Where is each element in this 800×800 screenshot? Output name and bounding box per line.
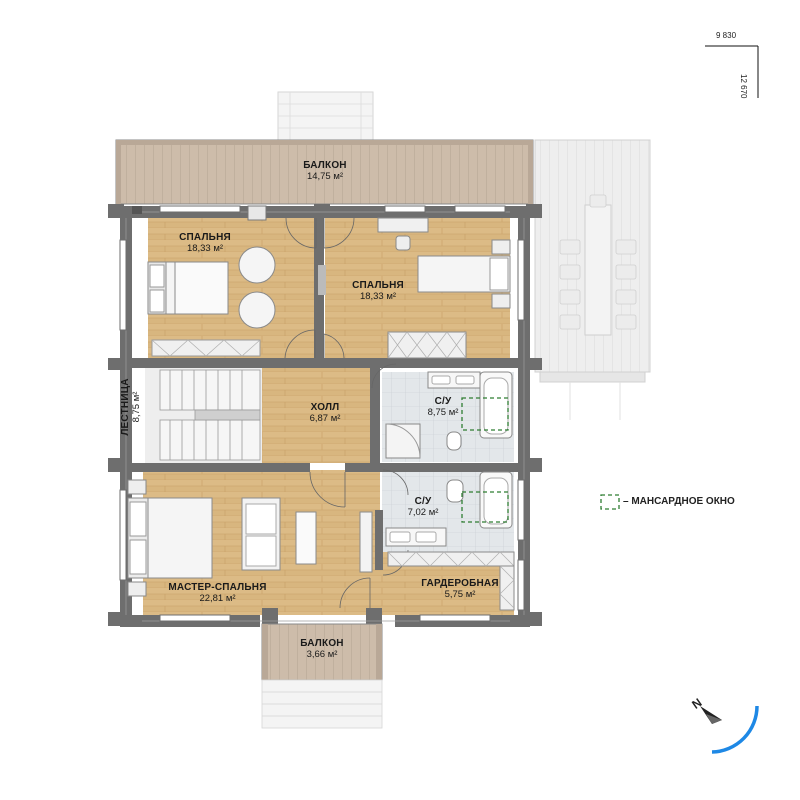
room-name: МАСТЕР-СПАЛЬНЯ [168, 582, 267, 593]
room-area: 7,02 м² [407, 506, 439, 518]
room-name: С/У [434, 396, 452, 407]
bathroom-2-label: С/У 7,02 м² [398, 496, 448, 518]
wardrobe-shelves [387, 551, 515, 611]
room-area: 8,75 м² [427, 406, 459, 418]
master-bedroom-label: МАСТЕР-СПАЛЬНЯ 22,81 м² [160, 582, 275, 604]
wardrobe-label: ГАРДЕРОБНАЯ 5,75 м² [412, 578, 508, 600]
room-area: 3,66 м² [306, 648, 338, 660]
room-name: ГАРДЕРОБНАЯ [421, 578, 499, 589]
room-name: С/У [414, 496, 432, 507]
bedroom-right-label: СПАЛЬНЯ 18,33 м² [333, 280, 423, 302]
outer-stairs-bottom [261, 679, 383, 729]
room-name: ХОЛЛ [310, 402, 340, 413]
master-bedroom-furniture [127, 479, 373, 597]
balcony-bottom-label: БАЛКОН 3,66 м² [282, 638, 362, 660]
room-area: 22,81 м² [199, 592, 236, 604]
room-area: 18,33 м² [359, 290, 397, 302]
room-name: БАЛКОН [300, 638, 344, 649]
width-dimension: 9 830 [716, 31, 737, 40]
terrace-ghost [534, 139, 651, 420]
room-name: БАЛКОН [303, 160, 347, 171]
doors [284, 217, 409, 609]
bedroom-left-label: СПАЛЬНЯ 18,33 м² [160, 232, 250, 254]
bathroom-1-label: С/У 8,75 м² [418, 396, 468, 418]
north-arrow-icon: N [689, 695, 759, 754]
room-name: СПАЛЬНЯ [352, 280, 404, 291]
room-area: 8,75 м² [130, 391, 142, 423]
skylight-marks [461, 397, 509, 523]
room-name: ЛЕСТНИЦА [120, 378, 131, 436]
windows [119, 205, 525, 622]
dimension-lines [705, 45, 759, 98]
balcony-bottom [261, 623, 383, 681]
depth-dimension: 12 670 [739, 74, 748, 99]
hall-label: ХОЛЛ 6,87 м² [290, 402, 360, 424]
bathroom-2-fixtures [385, 471, 513, 547]
legend-skylight-label: – МАНСАРДНОЕ ОКНО [623, 496, 735, 507]
room-name: СПАЛЬНЯ [179, 232, 231, 243]
balcony-top-label: БАЛКОН 14,75 м² [280, 160, 370, 182]
balcony-top [115, 139, 534, 205]
room-area: 18,33 м² [186, 242, 224, 254]
bathroom-1-fixtures [385, 371, 513, 459]
bedroom-right-furniture [318, 217, 511, 359]
stairs-label: ЛЕСТНИЦА 8,75 м² [120, 366, 142, 448]
room-area: 14,75 м² [306, 170, 344, 182]
interior-staircase [159, 369, 261, 461]
room-area: 5,75 м² [444, 588, 476, 600]
bedroom-left-furniture [147, 205, 276, 357]
room-area: 6,87 м² [309, 412, 341, 424]
legend-skylight-swatch [600, 494, 620, 510]
svg-text:N: N [689, 695, 704, 711]
outer-stairs-top [277, 91, 374, 141]
